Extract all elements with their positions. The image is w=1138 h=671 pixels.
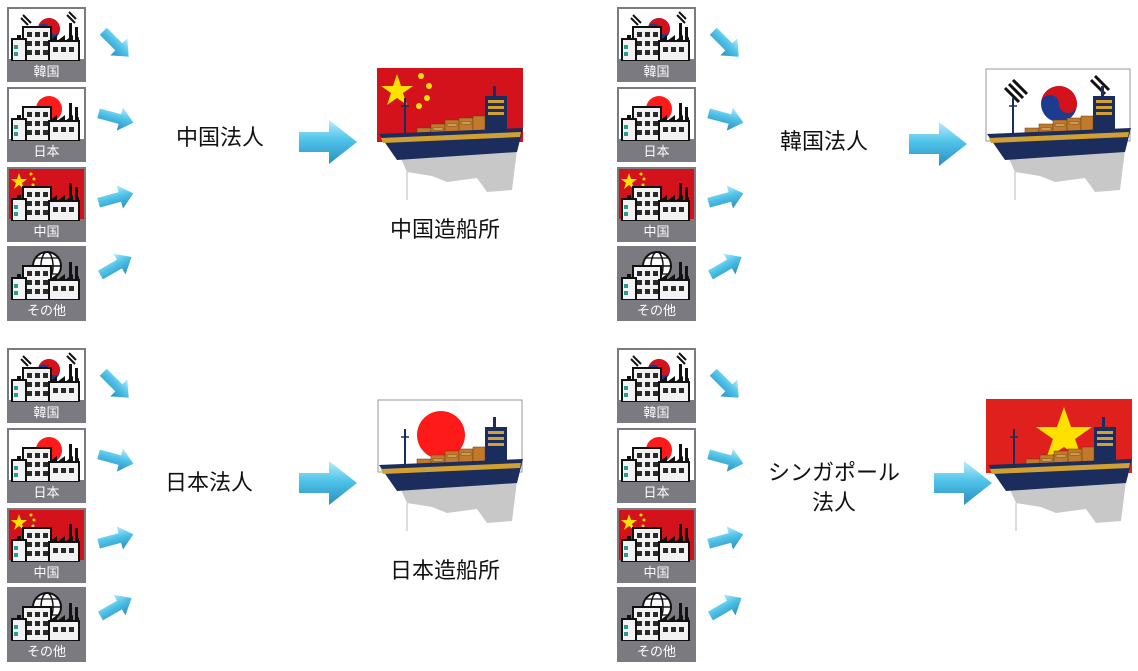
tile-label: 中国	[33, 566, 60, 581]
arrow-up-right-icon	[97, 594, 132, 621]
factory-icon	[9, 350, 84, 402]
arrow-right-icon	[97, 107, 134, 131]
arrow-down-right-icon	[99, 27, 129, 57]
tile-korea: 韓国	[617, 7, 696, 82]
tile-korea: 韓国	[7, 348, 86, 423]
arrow-right-icon	[97, 185, 134, 209]
entity-label: シンガポール 法人	[768, 461, 901, 516]
factory-icon	[9, 510, 84, 562]
panel-korea: 韓国 日本 中国 その他 韓国法人	[610, 0, 1138, 330]
tile-japan: 日本	[7, 87, 86, 162]
tile-label: 日本	[643, 486, 670, 501]
factory-icon	[9, 169, 84, 221]
tile-label: 韓国	[643, 65, 670, 80]
arrow-right-icon	[299, 120, 357, 164]
entity-label: 日本法人	[165, 471, 254, 496]
arrow-right-icon	[934, 461, 992, 505]
tile-label: 韓国	[643, 406, 670, 421]
arrow-down-right-icon	[709, 27, 739, 57]
arrow-right-icon	[97, 448, 134, 472]
arrow-up-right-icon	[97, 253, 132, 280]
tile-china: 中国	[617, 508, 696, 583]
tile-other: その他	[7, 246, 86, 321]
tile-label: 日本	[643, 145, 670, 160]
tile-label: その他	[26, 304, 66, 319]
entity-label: 韓国法人	[780, 130, 869, 155]
factory-icon	[619, 589, 694, 641]
arrow-right-icon	[707, 526, 744, 550]
arrow-right-icon	[707, 107, 744, 131]
tile-china: 中国	[7, 167, 86, 242]
tile-other: その他	[617, 246, 696, 321]
entity-label: 中国法人	[176, 126, 265, 151]
arrow-right-icon	[97, 526, 134, 550]
arrow-down-right-icon	[709, 368, 739, 398]
shipyard-label: 日本造船所	[390, 559, 501, 584]
tile-china: 中国	[617, 167, 696, 242]
arrow-up-right-icon	[707, 253, 742, 280]
panel-japan: 韓国 日本 中国 その他 日本法人	[0, 341, 569, 671]
ship-icon	[377, 68, 524, 201]
ship-japan	[377, 399, 527, 537]
tile-label: その他	[26, 645, 66, 660]
tile-korea: 韓国	[617, 348, 696, 423]
factory-icon	[9, 430, 84, 482]
ship-vietnam	[986, 399, 1136, 537]
tile-label: 日本	[33, 486, 60, 501]
factory-icon	[9, 589, 84, 641]
tile-korea: 韓国	[7, 7, 86, 82]
factory-icon	[619, 89, 694, 141]
factory-icon	[9, 89, 84, 141]
tile-label: 中国	[643, 225, 670, 240]
ship-icon	[985, 68, 1132, 201]
factory-icon	[619, 350, 694, 402]
ship-icon	[377, 399, 524, 532]
arrow-right-icon	[707, 448, 744, 472]
panel-china: 韓国 日本 中国 その他 中国法人	[0, 0, 569, 330]
shipyard-label: 中国造船所	[390, 218, 501, 243]
factory-icon	[619, 9, 694, 61]
tile-label: その他	[636, 645, 676, 660]
factory-icon	[9, 9, 84, 61]
factory-icon	[9, 248, 84, 300]
factory-icon	[619, 430, 694, 482]
tile-label: 韓国	[33, 406, 60, 421]
factory-icon	[619, 169, 694, 221]
arrow-right-icon	[299, 461, 357, 505]
tile-label: 中国	[33, 225, 60, 240]
tile-japan: 日本	[617, 428, 696, 503]
factory-icon	[619, 248, 694, 300]
arrow-right-icon	[707, 185, 744, 209]
tile-japan: 日本	[617, 87, 696, 162]
tile-japan: 日本	[7, 428, 86, 503]
arrow-right-icon	[909, 122, 967, 166]
tile-label: 日本	[33, 145, 60, 160]
tile-label: 韓国	[33, 65, 60, 80]
tile-china: 中国	[7, 508, 86, 583]
arrow-up-right-icon	[707, 594, 742, 621]
tile-label: その他	[636, 304, 676, 319]
tile-other: その他	[617, 587, 696, 662]
panel-singapore: 韓国 日本 中国 その他 シンガポール 法人	[610, 341, 1138, 671]
arrow-down-right-icon	[99, 368, 129, 398]
factory-icon	[619, 510, 694, 562]
tile-label: 中国	[643, 566, 670, 581]
tile-other: その他	[7, 587, 86, 662]
ship-china	[377, 68, 527, 206]
ship-icon	[986, 399, 1133, 532]
ship-korea	[985, 68, 1135, 206]
